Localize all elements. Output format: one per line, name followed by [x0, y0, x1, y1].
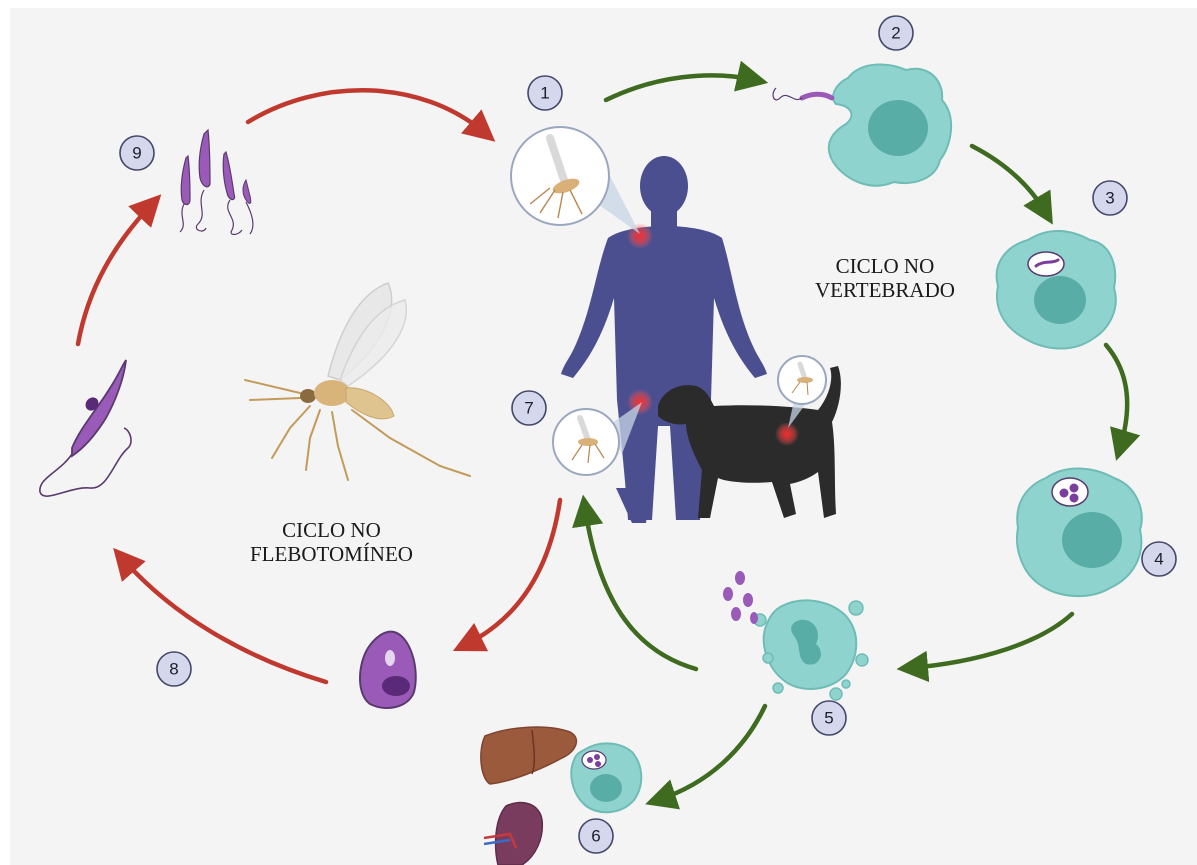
arrow-5-to-6 — [658, 706, 765, 800]
sandfly-illustration — [245, 283, 470, 480]
step-badge-1: 1 — [528, 76, 562, 110]
diagram-svg: 1 2 3 4 5 6 7 8 9 — [10, 8, 1197, 865]
step-number: 3 — [1105, 189, 1114, 208]
vertebrate-cycle-label-line2: VERTEBRADO — [815, 278, 955, 302]
arrow-promastigote-to-9 — [78, 204, 152, 344]
macrophage-step-6 — [571, 743, 641, 812]
step-badge-8: 8 — [157, 652, 191, 686]
macrophage-step-2 — [773, 65, 951, 186]
arrow-9-to-1 — [248, 90, 485, 133]
step-number: 6 — [591, 827, 600, 846]
step-number: 8 — [169, 660, 178, 679]
sandfly-cycle-label-line1: CICLO NO — [250, 518, 413, 542]
sandfly-cycle-label: CICLO NO FLEBOTOMÍNEO — [250, 518, 413, 566]
step-badge-9: 9 — [120, 136, 154, 170]
vertebrate-cycle-label-line1: CICLO NO — [815, 254, 955, 278]
step-badge-3: 3 — [1093, 181, 1127, 215]
step-number: 5 — [824, 709, 833, 728]
bite-callout-1 — [511, 127, 640, 234]
lifecycle-diagram: 1 2 3 4 5 6 7 8 9 CICLO NO VERTEBRADO CI… — [10, 8, 1197, 865]
step-badge-5: 5 — [812, 701, 846, 735]
macrophage-step-5-rupturing — [723, 571, 868, 700]
arrow-4-to-5 — [910, 614, 1072, 668]
liver-icon — [481, 727, 577, 784]
macrophage-step-4 — [1017, 469, 1142, 597]
step-badge-4: 4 — [1142, 542, 1176, 576]
promastigote-entering — [773, 88, 832, 100]
metacyclic-promastigotes-step-9 — [180, 130, 253, 235]
step-badge-2: 2 — [879, 16, 913, 50]
arrow-5-to-7 — [585, 508, 696, 669]
step-badge-7: 7 — [512, 391, 546, 425]
bite-site-dog — [775, 422, 799, 446]
step-badge-6: 6 — [579, 819, 613, 853]
step-number: 2 — [891, 24, 900, 43]
macrophage-step-3 — [997, 231, 1116, 349]
vertebrate-cycle-label: CICLO NO VERTEBRADO — [815, 254, 955, 302]
arrow-7-to-8 — [465, 500, 560, 645]
step-number: 9 — [132, 144, 141, 163]
amastigote-step-8 — [360, 632, 416, 708]
arrow-2-to-3 — [972, 146, 1046, 213]
promastigote-large — [40, 360, 131, 496]
spleen-icon — [484, 802, 542, 865]
step-number: 4 — [1154, 550, 1163, 569]
arrow-1-to-2 — [606, 75, 755, 100]
free-amastigotes — [723, 571, 758, 624]
arrow-8-to-promastigote — [122, 558, 326, 682]
step-number: 7 — [524, 399, 533, 418]
step-number: 1 — [540, 84, 549, 103]
sandfly-cycle-label-line2: FLEBOTOMÍNEO — [250, 542, 413, 566]
arrow-3-to-4 — [1106, 345, 1127, 448]
